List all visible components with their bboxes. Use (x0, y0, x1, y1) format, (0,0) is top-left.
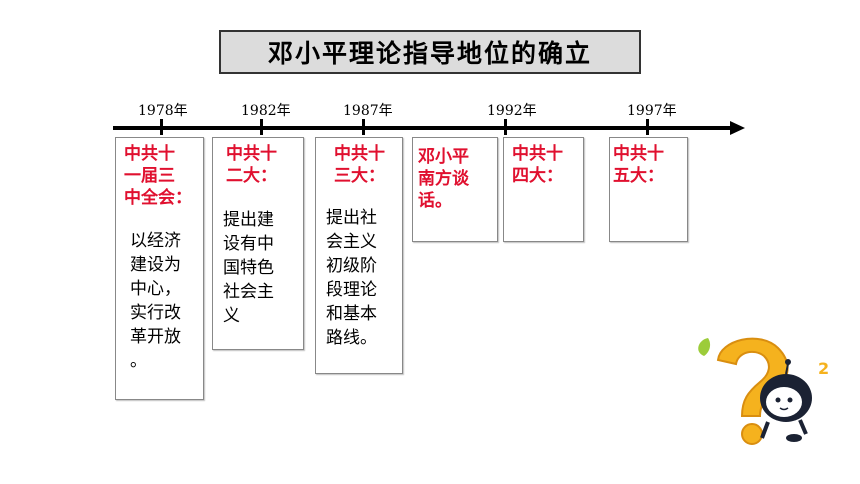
year-label-1978: 1978年 (138, 103, 188, 119)
event-title-1997: 中共十 五大： (613, 144, 664, 186)
event-desc-1978: 以经济 建设为 中心， 实行改 革开放 。 (130, 231, 181, 371)
timeline-axis (113, 126, 733, 130)
year-label-1992: 1992年 (487, 103, 537, 119)
tick-1982 (260, 119, 263, 135)
event-card-1982 (212, 137, 304, 350)
event-card-1997 (609, 137, 688, 242)
event-title-1978: 中共十 一届三 中全会： (124, 144, 192, 208)
event-desc-1982: 提出建 设有中 国特色 社会主 义 (223, 210, 274, 326)
event-title-1992: 邓小平 南方谈 话。 (418, 147, 469, 211)
event-desc-1987: 提出社 会主义 初级阶 段理论 和基本 路线。 (326, 208, 377, 348)
page-title: 邓小平理论指导地位的确立 (219, 30, 641, 74)
arrow-right-icon (730, 121, 745, 135)
year-label-1997: 1997年 (627, 103, 677, 119)
question-mark-mascot-icon: 2 (698, 337, 829, 445)
tick-1997 (646, 119, 649, 135)
year-label-1982: 1982年 (241, 103, 291, 119)
event-card-1987 (315, 137, 403, 374)
event-title-1992b: 中共十 四大： (512, 144, 563, 186)
year-label-1987: 1987年 (343, 103, 393, 119)
tick-1992 (504, 119, 507, 135)
event-card-1992 (412, 137, 498, 242)
event-title-1987: 中共十 三大： (334, 144, 385, 186)
tick-1987 (362, 119, 365, 135)
event-title-1982: 中共十 二大： (226, 144, 277, 186)
tick-1978 (160, 119, 163, 135)
event-card-1978 (115, 137, 204, 400)
small-question-mark: 2 (818, 359, 829, 378)
event-card-1992b (503, 137, 584, 242)
